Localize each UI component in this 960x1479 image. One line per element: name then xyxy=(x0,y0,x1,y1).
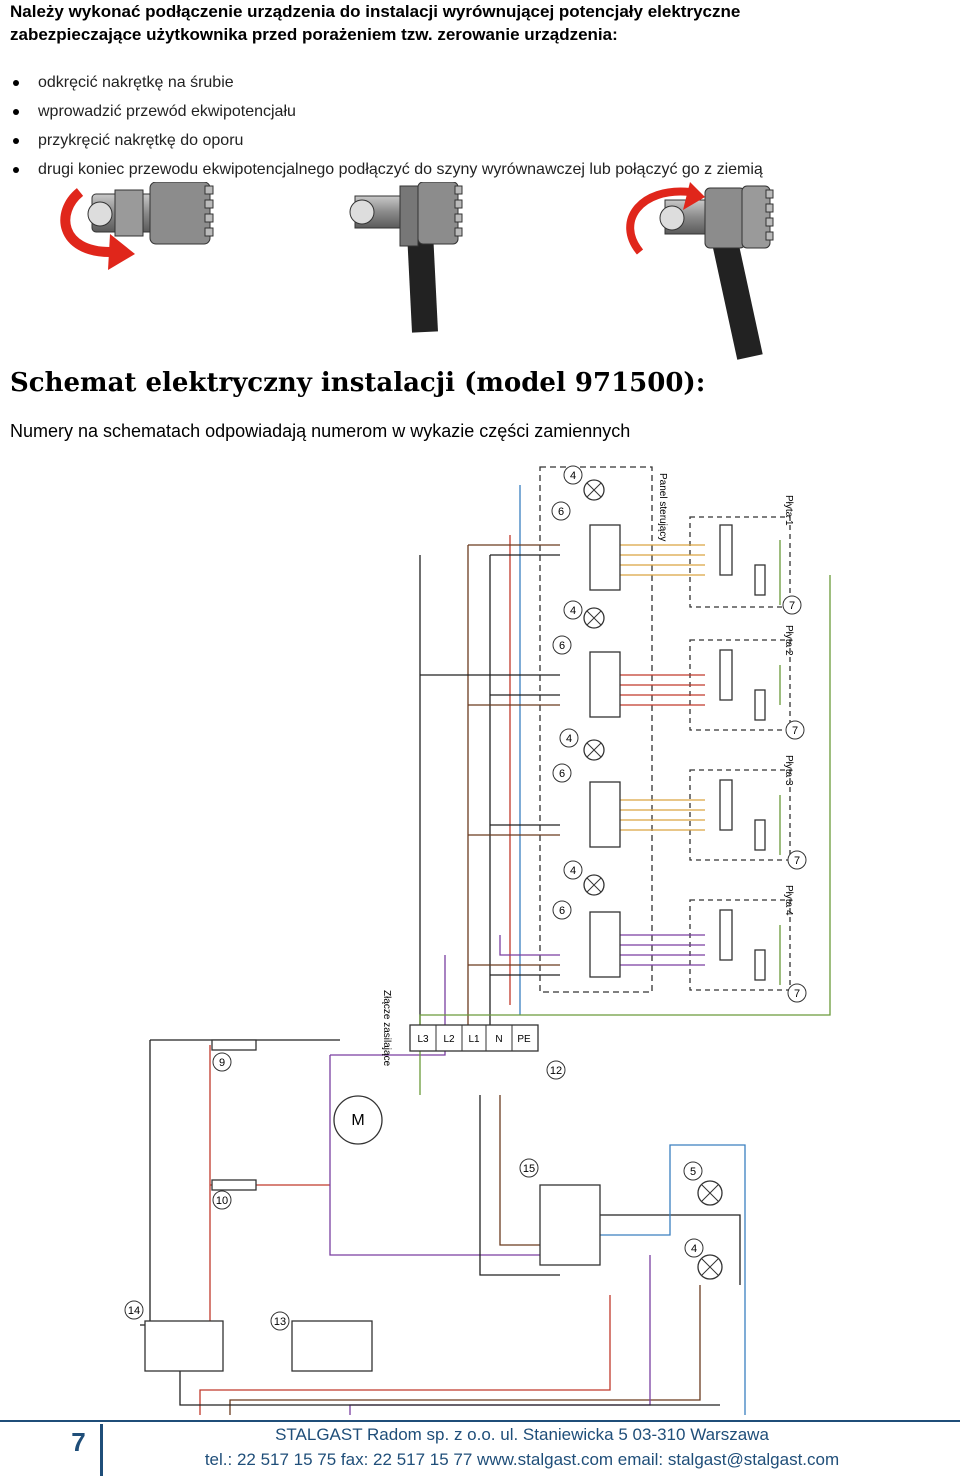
part-number-label: 4 xyxy=(570,605,576,617)
bolt-unscrew-image xyxy=(60,182,214,270)
bolt-tighten-image xyxy=(626,182,774,360)
footer-rule xyxy=(0,1420,960,1422)
part-number-label: 10 xyxy=(216,1195,228,1207)
hob-label: Płyta 2 xyxy=(783,625,794,656)
connector-label: Złącze zasilające xyxy=(381,990,392,1067)
schema-subtitle: Numery na schematach odpowiadają numerom… xyxy=(10,421,631,441)
footer-company: STALGAST Radom sp. z o.o. ul. Staniewick… xyxy=(275,1425,769,1444)
part-number-label: 7 xyxy=(792,725,798,737)
footer-separator xyxy=(100,1424,103,1476)
part-number-label: 6 xyxy=(559,905,565,917)
page-number: 7 xyxy=(71,1427,86,1457)
part-number-label: 13 xyxy=(274,1316,286,1328)
footer-contact: tel.: 22 517 15 75 fax: 22 517 15 77 www… xyxy=(204,1450,840,1469)
terminal-label: N xyxy=(495,1034,502,1045)
hob-label: Płyta 1 xyxy=(783,495,794,526)
part-number-label: 7 xyxy=(794,988,800,1000)
intro-paragraph: Należy wykonać podłączenie urządzenia do… xyxy=(10,0,950,46)
part-number-label: 4 xyxy=(691,1243,697,1255)
terminal-label: L1 xyxy=(468,1034,480,1045)
terminal-label: L2 xyxy=(443,1034,455,1045)
part-number-label: 6 xyxy=(559,768,565,780)
part-number-label: 12 xyxy=(550,1065,562,1077)
hob-label: Płyta 4 xyxy=(783,885,794,916)
terminal-label: PE xyxy=(517,1034,531,1045)
schema-title: Schemat elektryczny instalacji (model 97… xyxy=(10,368,706,398)
step-item: odkręcić nakrętkę na śrubie xyxy=(0,68,763,97)
panel-label: Panel sterujący xyxy=(657,473,668,541)
part-number-label: 4 xyxy=(570,470,576,482)
part-number-label: 4 xyxy=(566,733,572,745)
motor-label: M xyxy=(351,1112,364,1129)
intro-line-1: Należy wykonać podłączenie urządzenia do… xyxy=(10,2,741,21)
steps-list: odkręcić nakrętkę na śrubie wprowadzić p… xyxy=(0,68,763,184)
part-number-label: 7 xyxy=(794,855,800,867)
part-number-label: 4 xyxy=(570,865,576,877)
step-item: przykręcić nakrętkę do oporu xyxy=(0,126,763,155)
part-number-label: 5 xyxy=(690,1166,696,1178)
hob-label: Płyta 3 xyxy=(783,755,794,786)
intro-line-2: zabezpieczające użytkownika przed poraże… xyxy=(10,25,618,44)
step-item: wprowadzić przewód ekwipotencjału xyxy=(0,97,763,126)
bolt-illustrations xyxy=(60,182,774,360)
part-number-label: 6 xyxy=(559,640,565,652)
part-number-label: 6 xyxy=(558,506,564,518)
part-number-label: 9 xyxy=(219,1057,225,1069)
step-item: drugi koniec przewodu ekwipotencjalnego … xyxy=(0,155,763,184)
part-number-label: 14 xyxy=(128,1305,140,1317)
terminal-label: L3 xyxy=(417,1034,429,1045)
bolt-wire-image xyxy=(349,182,463,333)
part-number-label: 7 xyxy=(789,600,795,612)
part-number-label: 15 xyxy=(523,1163,535,1175)
wiring-diagram: 4 6 4 6 4 6 4 6 7 7 7 7 9 10 12 15 5 4 1… xyxy=(124,465,831,1415)
